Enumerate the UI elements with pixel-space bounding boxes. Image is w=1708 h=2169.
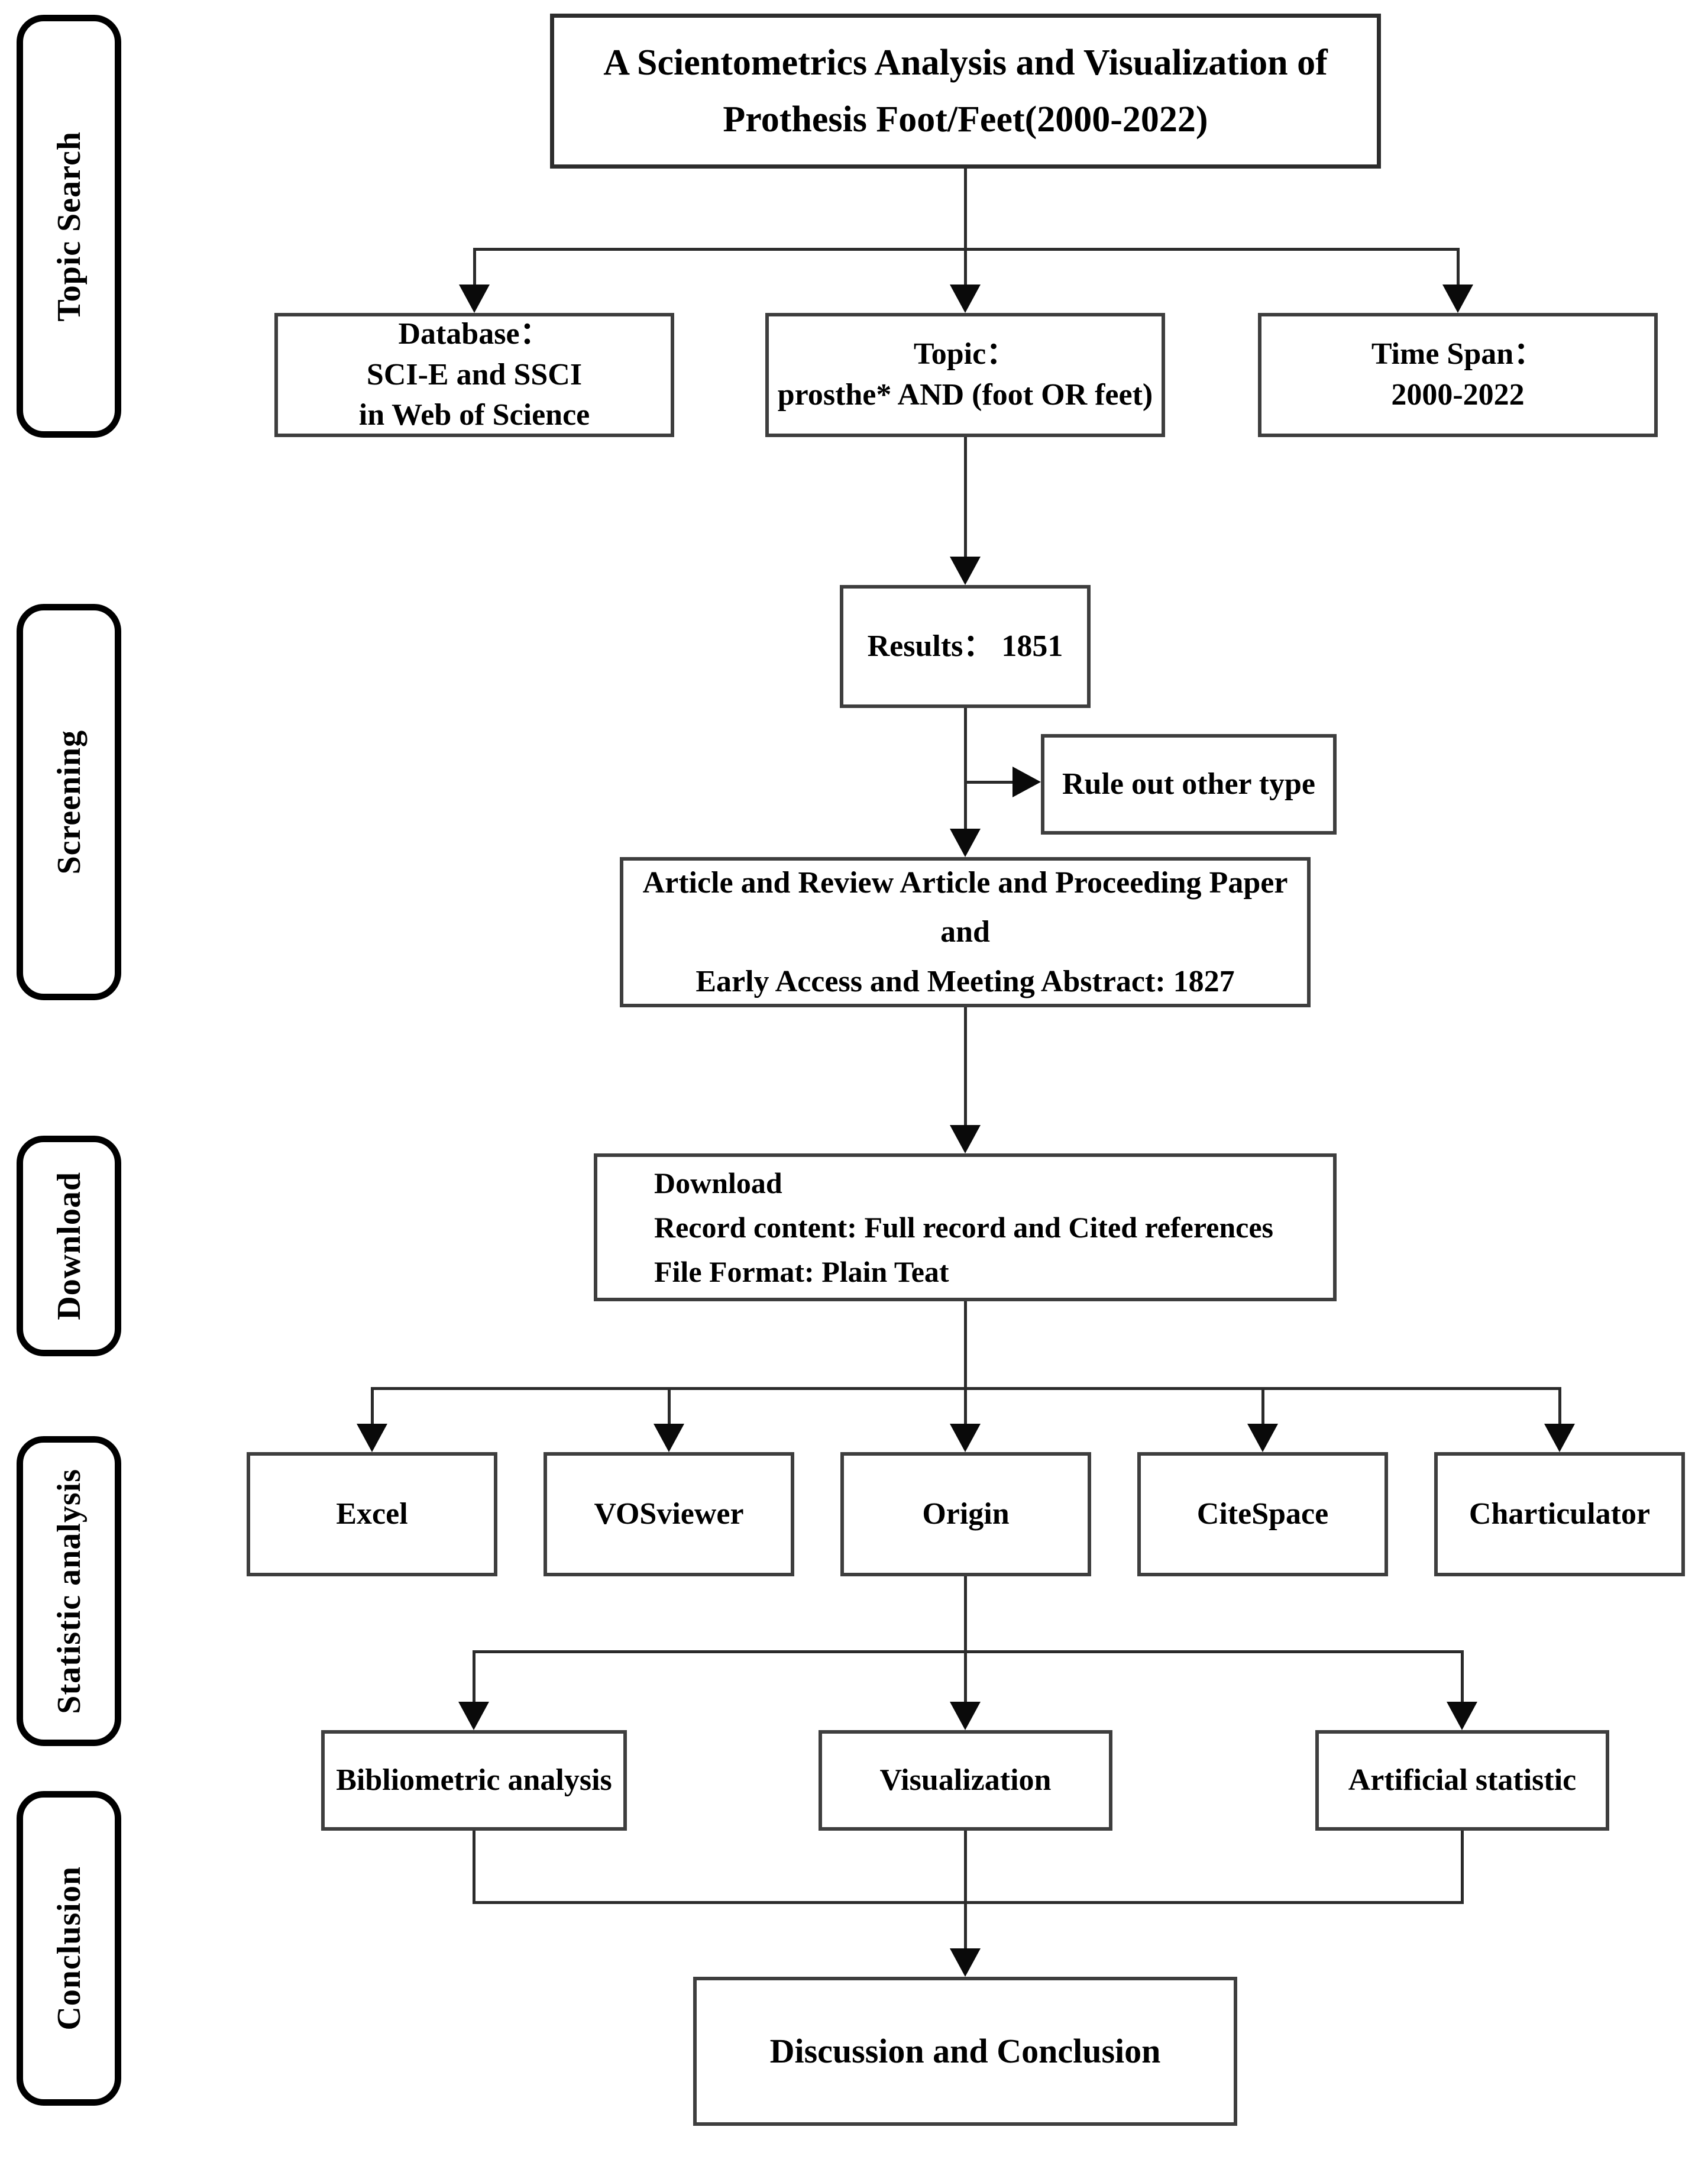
connector-merge-left — [473, 1831, 475, 1904]
topic-line-2: prosthe* AND (foot OR feet) — [777, 378, 1153, 412]
connector-merge-bar — [473, 1901, 1464, 1904]
conclusion-text: Discussion and Conclusion — [769, 2031, 1161, 2070]
tool-excel-text: Excel — [336, 1496, 408, 1531]
stage-label-statistic-analysis-text: Statistic analysis — [50, 1468, 88, 1714]
ruleout-box: Rule out other type — [1041, 734, 1337, 835]
results-box: Results： 1851 — [840, 585, 1091, 708]
connector-doctypes-download — [964, 1007, 967, 1127]
download-box: Download Record content: Full record and… — [594, 1153, 1337, 1301]
doctype-line-1: Article and Review Article and Proceedin… — [642, 866, 1288, 949]
database-box: Database： SCI-E and SSCI in Web of Scien… — [274, 313, 674, 437]
tool-charticulator-text: Charticulator — [1468, 1496, 1651, 1531]
tool-origin-text: Origin — [922, 1496, 1010, 1531]
tool-box-citespace: CiteSpace — [1137, 1452, 1388, 1576]
arrowhead-down-bibliometric — [458, 1702, 489, 1730]
connector-drop-excel — [371, 1387, 374, 1426]
title-box: A Scientometrics Analysis and Visualizat… — [550, 14, 1381, 169]
connector-drop-origin — [964, 1387, 967, 1426]
connector-origin-stem — [964, 1576, 967, 1653]
connector-merge-center — [964, 1831, 967, 1951]
doctype-box: Article and Review Article and Proceedin… — [620, 857, 1311, 1007]
download-line-1: Download — [654, 1166, 782, 1200]
arrowhead-down-citespace — [1247, 1424, 1278, 1452]
stage-label-topic-search-text: Topic Search — [50, 131, 88, 322]
download-line-2: Record content: Full record and Cited re… — [654, 1210, 1273, 1244]
connector-drop-database — [473, 248, 476, 285]
stage-label-download: Download — [17, 1136, 121, 1356]
timespan-line-2: 2000-2022 — [1391, 378, 1525, 412]
connector-drop-vosviewer — [668, 1387, 671, 1426]
database-line-3: in Web of Science — [358, 398, 590, 432]
tool-citespace-text: CiteSpace — [1196, 1496, 1329, 1531]
topic-line-1: Topic： — [913, 337, 1017, 371]
arrowhead-down-discussion — [950, 1948, 981, 1977]
arrowhead-down-database — [459, 285, 490, 313]
arrowhead-down-vosviewer — [654, 1424, 684, 1452]
arrowhead-down-topic — [950, 285, 981, 313]
tool-box-excel: Excel — [247, 1452, 497, 1576]
database-line-2: SCI-E and SSCI — [366, 357, 583, 392]
connector-drop-topic — [964, 248, 967, 285]
tool-box-charticulator: Charticulator — [1434, 1452, 1685, 1576]
connector-analysis-bar — [473, 1650, 1464, 1653]
topic-box: Topic： prosthe* AND (foot OR feet) — [765, 313, 1165, 437]
connector-results-doctypes — [964, 708, 967, 831]
stage-label-screening-text: Screening — [50, 729, 88, 875]
arrowhead-down-charticulator — [1544, 1424, 1575, 1452]
arrowhead-down-visualization — [950, 1702, 981, 1730]
conclusion-box: Discussion and Conclusion — [693, 1977, 1237, 2126]
analysis-artificial-text: Artificial statistic — [1348, 1763, 1577, 1797]
stage-label-conclusion: Conclusion — [17, 1791, 121, 2106]
arrowhead-down-timespan — [1442, 285, 1473, 313]
doctype-line-2: Early Access and Meeting Abstract: 1827 — [696, 964, 1235, 998]
download-line-3: File Format: Plain Teat — [654, 1255, 949, 1288]
analysis-box-visualization: Visualization — [819, 1730, 1112, 1831]
database-line-1: Database： — [398, 317, 551, 351]
analysis-box-bibliometric: Bibliometric analysis — [321, 1730, 627, 1831]
analysis-box-artificial: Artificial statistic — [1315, 1730, 1609, 1831]
connector-merge-right — [1461, 1831, 1464, 1904]
analysis-bibliometric-text: Bibliometric analysis — [336, 1763, 612, 1797]
stage-label-download-text: Download — [50, 1172, 88, 1320]
timespan-box: Time Span： 2000-2022 — [1258, 313, 1658, 437]
stage-label-topic-search: Topic Search — [17, 15, 121, 438]
tool-box-origin: Origin — [840, 1452, 1091, 1576]
connector-title-stem — [964, 169, 967, 249]
results-text: Results： 1851 — [867, 629, 1063, 663]
arrowhead-down-artificial — [1447, 1702, 1477, 1730]
connector-ruleout-branch — [965, 781, 1015, 784]
arrowhead-right-ruleout — [1012, 767, 1041, 797]
arrowhead-down-results — [950, 557, 981, 585]
arrowhead-down-doctypes — [950, 829, 981, 857]
arrowhead-down-origin — [950, 1424, 981, 1452]
timespan-line-1: Time Span： — [1371, 337, 1545, 371]
stage-label-statistic-analysis: Statistic analysis — [17, 1436, 121, 1746]
analysis-visualization-text: Visualization — [879, 1763, 1052, 1797]
connector-drop-charticulator — [1558, 1387, 1561, 1426]
connector-download-stem — [964, 1301, 967, 1390]
connector-drop-visualization — [964, 1650, 967, 1704]
connector-topic-results — [964, 437, 967, 558]
title-line-1: A Scientometrics Analysis and Visualizat… — [603, 42, 1328, 83]
stage-label-conclusion-text: Conclusion — [50, 1866, 88, 2031]
ruleout-text: Rule out other type — [1062, 767, 1315, 801]
tool-vosviewer-text: VOSviewer — [594, 1496, 744, 1531]
arrowhead-down-excel — [357, 1424, 387, 1452]
connector-drop-citespace — [1261, 1387, 1264, 1426]
arrowhead-down-download — [950, 1125, 981, 1153]
connector-drop-bibliometric — [473, 1650, 475, 1704]
stage-label-screening: Screening — [17, 604, 121, 1000]
title-line-2: Prothesis Foot/Feet(2000-2022) — [723, 99, 1208, 140]
connector-drop-timespan — [1457, 248, 1460, 285]
connector-drop-artificial — [1461, 1650, 1464, 1704]
tool-box-vosviewer: VOSviewer — [544, 1452, 794, 1576]
